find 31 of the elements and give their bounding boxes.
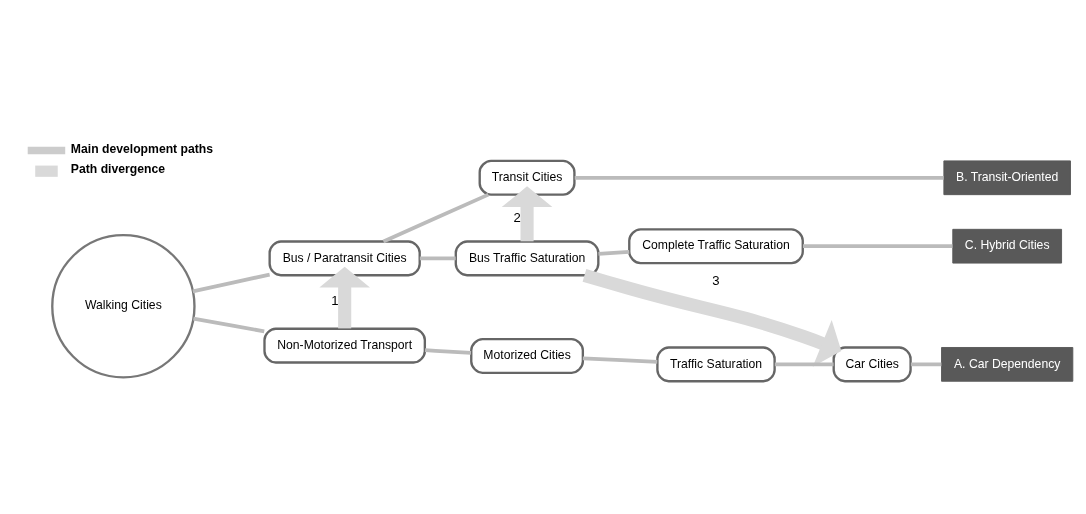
arrow xyxy=(319,266,370,329)
node-box: B. Transit-Oriented xyxy=(943,160,1071,196)
connector xyxy=(382,192,490,244)
arrow xyxy=(582,269,842,367)
node-box: Car Cities xyxy=(832,346,912,383)
connector xyxy=(193,316,265,334)
connector xyxy=(774,362,834,367)
node-box: Motorized Cities xyxy=(470,337,584,374)
node-box: Complete Traffic Saturation xyxy=(628,228,804,265)
node-box: C. Hybrid Cities xyxy=(952,228,1063,264)
edge-label: 3 xyxy=(712,272,720,288)
connector xyxy=(192,272,271,294)
connector xyxy=(424,348,472,355)
connector xyxy=(802,244,953,249)
connector xyxy=(419,256,456,261)
node-box: Transit Cities xyxy=(478,159,576,196)
edge-label: 1 xyxy=(331,293,339,309)
connector xyxy=(574,175,944,180)
node-box: Non-Motorized Transport xyxy=(263,327,427,364)
node-box: Bus Traffic Saturation xyxy=(454,240,600,277)
arrow xyxy=(501,186,553,242)
legend-label: Path divergence xyxy=(70,162,166,177)
node-box: A. Car Dependency xyxy=(941,347,1074,382)
legend-label: Main development paths xyxy=(70,141,214,156)
connector xyxy=(910,362,942,367)
node-circle: Walking Cities xyxy=(51,233,196,379)
connector xyxy=(598,249,630,256)
node-box: Traffic Saturation xyxy=(656,346,776,383)
edge-label: 2 xyxy=(513,209,521,225)
connector xyxy=(582,356,658,364)
node-box: Bus / Paratransit Cities xyxy=(268,240,421,277)
